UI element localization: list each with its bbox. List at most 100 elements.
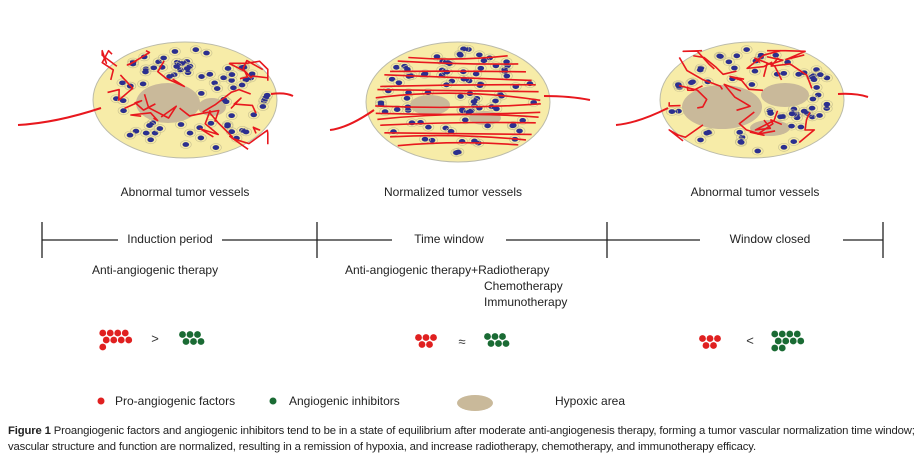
tumor-cell — [225, 111, 238, 120]
tumor-cell — [208, 78, 221, 88]
tumor-2 — [329, 41, 591, 163]
figure-caption: Figure 1 Proangiogenic factors and angio… — [8, 423, 918, 455]
tumor-cell — [184, 62, 196, 71]
legend-inhibitor-dot — [269, 397, 277, 405]
cell-nucleus — [228, 72, 236, 77]
pro-angiogenic-dot — [102, 336, 110, 344]
cell-nucleus — [228, 129, 236, 135]
feeding-vessel — [615, 107, 669, 126]
cell-nucleus — [800, 108, 808, 114]
cell-nucleus — [816, 113, 823, 118]
pro-angiogenic-dot — [699, 335, 706, 342]
cell-nucleus — [393, 64, 400, 70]
tumor-cell — [507, 121, 520, 130]
tumor-cell — [195, 133, 207, 143]
tumor-cell — [236, 80, 248, 90]
tumor-cell — [375, 100, 387, 109]
feeding-vessel — [270, 92, 294, 97]
cell-nucleus — [754, 148, 762, 154]
cell-nucleus — [814, 92, 822, 98]
cell-nucleus — [213, 86, 221, 91]
blood-vessel — [107, 74, 134, 101]
tumor-cell — [814, 70, 827, 79]
tumor-cell — [723, 57, 735, 67]
angiogenic-inhibitor-dot — [190, 338, 197, 345]
tumor-cell — [778, 142, 790, 152]
tumor-cell — [509, 82, 522, 91]
tumor-cell — [138, 52, 151, 62]
therapy-window-2: Chemotherapy — [484, 279, 563, 293]
angiogenic-inhibitor-dot — [484, 333, 491, 340]
tumor-cell — [798, 106, 810, 116]
cell-nucleus — [767, 111, 774, 116]
tumor-cell — [735, 138, 748, 147]
legend-pro-label: Pro-angiogenic factors — [115, 394, 236, 408]
angiogenic-inhibitor-dot — [778, 344, 786, 352]
tumor-cell — [703, 128, 715, 137]
blood-vessel — [229, 60, 269, 81]
legend-hypoxic-label: Hypoxic area — [555, 394, 626, 408]
cell-nucleus — [160, 55, 167, 61]
cell-nucleus — [206, 71, 214, 77]
tumor-cell — [419, 69, 431, 79]
cell-nucleus — [388, 76, 396, 82]
tumor-cell — [450, 148, 463, 157]
blood-vessel — [179, 107, 220, 122]
cell-nucleus — [448, 78, 456, 84]
blood-vessel — [143, 94, 178, 119]
cell-nucleus — [793, 115, 801, 121]
blood-vessel — [798, 111, 816, 144]
cell-nucleus — [743, 47, 750, 52]
blood-vessel — [762, 55, 784, 78]
cell-nucleus — [809, 96, 817, 102]
blood-vessel — [408, 55, 508, 60]
blood-vessel — [686, 85, 703, 92]
tumor-cell — [195, 89, 208, 98]
angiogenic-inhibitor-dot — [793, 330, 801, 338]
tumor-cell — [127, 59, 139, 69]
cell-nucleus — [228, 113, 235, 119]
tumor-cell — [527, 98, 540, 107]
tumor-cell — [124, 130, 136, 140]
feeding-vessel — [329, 109, 375, 131]
pro-angiogenic-dot — [125, 336, 133, 344]
angiogenic-inhibitor-dot — [182, 338, 190, 345]
tumor-cell — [220, 97, 232, 107]
cell-nucleus — [126, 132, 134, 138]
cell-nucleus — [460, 46, 467, 52]
hypoxic-area — [761, 83, 809, 107]
tumor-cell — [506, 121, 519, 131]
cell-nucleus — [150, 65, 158, 71]
angiogenic-inhibitor-dot — [495, 340, 502, 347]
pro-angiogenic-dot — [714, 335, 721, 342]
cell-nucleus — [476, 52, 483, 58]
cell-nucleus — [675, 83, 682, 89]
tumor-cell — [240, 127, 252, 137]
tumor-cell — [462, 107, 475, 117]
cell-nucleus — [230, 85, 237, 91]
cell-nucleus — [493, 106, 500, 112]
pro-angiogenic-dot — [106, 329, 114, 337]
caption-label: Figure 1 — [8, 425, 51, 437]
hypoxic-area — [136, 83, 200, 123]
tumor-cell — [810, 65, 823, 74]
tumor-cell — [701, 77, 714, 87]
cell-nucleus — [404, 108, 412, 113]
pro-angiogenic-dot — [121, 329, 129, 337]
cell-nucleus — [220, 75, 227, 81]
tumor-cell — [200, 48, 213, 58]
cell-nucleus — [120, 108, 127, 114]
cell-nucleus — [203, 50, 210, 56]
tumor-cell — [387, 127, 400, 136]
cell-nucleus — [510, 122, 517, 128]
cell-nucleus — [142, 69, 149, 75]
cell-nucleus — [733, 53, 741, 59]
tumor-cell — [686, 77, 699, 87]
hypoxic-area — [682, 85, 762, 129]
tumor-cell — [218, 95, 230, 104]
tumor-cell — [169, 47, 181, 56]
cell-nucleus — [403, 95, 411, 101]
pro-angiogenic-dot — [702, 342, 710, 349]
tumor-cell — [210, 143, 222, 152]
